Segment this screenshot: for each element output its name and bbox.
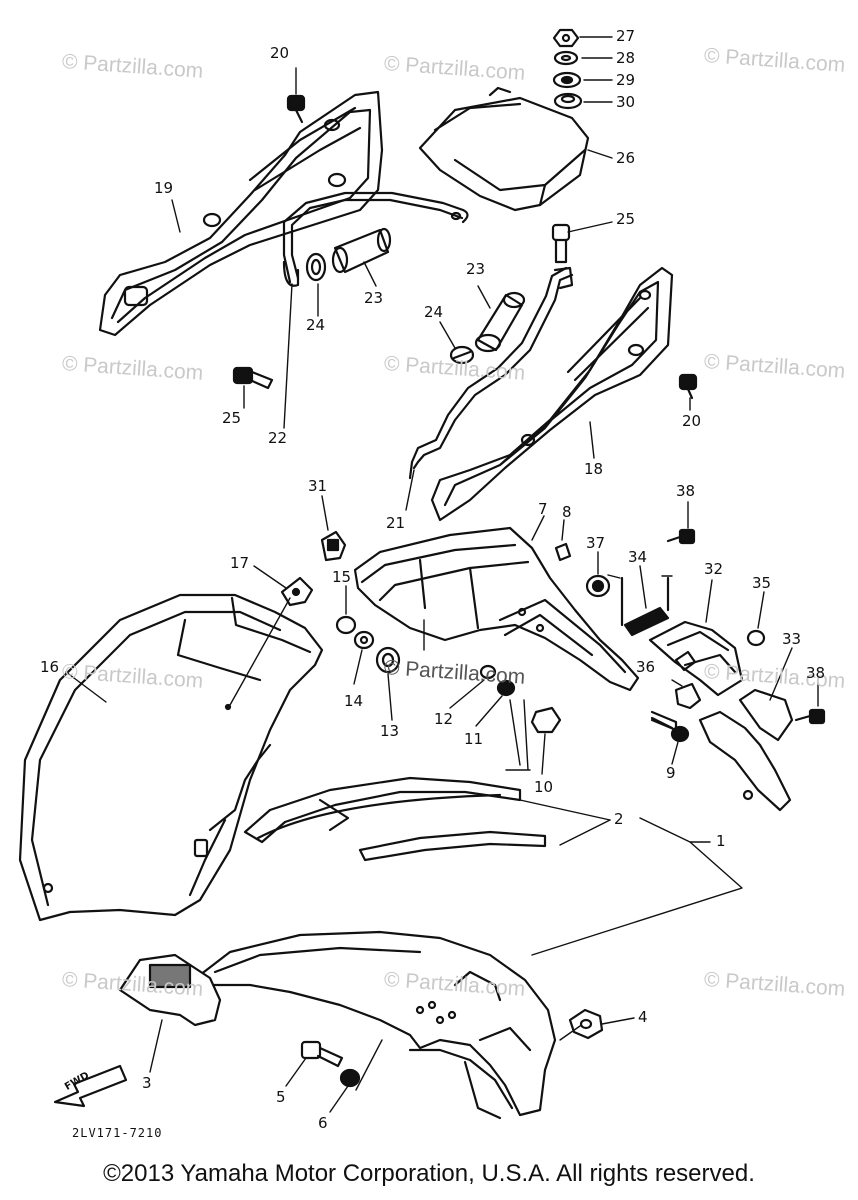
callout-22[interactable]: 22 [268, 429, 288, 447]
part-35-nut[interactable] [748, 631, 764, 645]
part-16-rear-fender[interactable] [20, 595, 322, 920]
part-7-rear-fender[interactable] [355, 528, 638, 690]
part-23-collar-left[interactable] [333, 229, 390, 272]
callout-2[interactable]: 2 [614, 810, 624, 828]
part-11-washer[interactable] [498, 681, 514, 695]
callout-16[interactable]: 16 [40, 658, 60, 676]
callout-12[interactable]: 12 [434, 710, 454, 728]
part-33-stay[interactable] [700, 690, 792, 810]
part-34-bracket[interactable] [622, 578, 668, 635]
part-18-side-cover[interactable] [432, 268, 672, 520]
callout-20[interactable]: 20 [270, 44, 290, 62]
part-10-nut[interactable] [532, 708, 560, 732]
part-30-grommet[interactable] [555, 94, 581, 108]
callout-11[interactable]: 11 [464, 730, 484, 748]
part-15-nut[interactable] [337, 617, 355, 633]
callout-5[interactable]: 5 [276, 1088, 286, 1106]
part-25-bolt-right[interactable] [553, 225, 569, 262]
parts-diagram [0, 0, 858, 1150]
callout-29[interactable]: 29 [616, 71, 636, 89]
part-12-nut[interactable] [481, 666, 495, 678]
part-37-cushion[interactable] [587, 576, 609, 596]
callout-24[interactable]: 24 [424, 303, 444, 321]
callout-4[interactable]: 4 [638, 1008, 648, 1026]
part-26-cover[interactable] [420, 88, 588, 210]
part-20-screw-upper[interactable] [288, 96, 304, 122]
callout-28[interactable]: 28 [616, 49, 636, 67]
part-38-bolt-lower[interactable] [796, 710, 824, 723]
part-27-nut[interactable] [554, 30, 578, 46]
forward-arrow-icon [55, 1066, 126, 1106]
callout-18[interactable]: 18 [584, 460, 604, 478]
copyright-notice: ©2013 Yamaha Motor Corporation, U.S.A. A… [103, 1160, 755, 1187]
callout-38[interactable]: 38 [676, 482, 696, 500]
part-9-bolt[interactable] [652, 712, 688, 741]
callout-19[interactable]: 19 [154, 179, 174, 197]
callout-30[interactable]: 30 [616, 93, 636, 111]
leader-lines [66, 37, 818, 1112]
callout-36[interactable]: 36 [636, 658, 656, 676]
callout-17[interactable]: 17 [230, 554, 250, 572]
callout-21[interactable]: 21 [386, 514, 406, 532]
callout-9[interactable]: 9 [666, 764, 676, 782]
callout-20[interactable]: 20 [682, 412, 702, 430]
part-13-cushion[interactable] [377, 648, 399, 672]
part-3-plate[interactable] [120, 955, 220, 1025]
callout-35[interactable]: 35 [752, 574, 772, 592]
callout-13[interactable]: 13 [380, 722, 400, 740]
part-23-collar-right[interactable] [476, 293, 524, 351]
part-21-stay-bar[interactable] [410, 268, 572, 478]
callout-8[interactable]: 8 [562, 503, 572, 521]
callout-33[interactable]: 33 [782, 630, 802, 648]
part-29-washer[interactable] [554, 73, 580, 87]
part-24-spacer-left[interactable] [307, 254, 325, 280]
callout-15[interactable]: 15 [332, 568, 352, 586]
part-36-damper[interactable] [676, 652, 700, 708]
part-28-washer[interactable] [555, 52, 577, 64]
callout-7[interactable]: 7 [538, 500, 548, 518]
callout-26[interactable]: 26 [616, 149, 636, 167]
callout-37[interactable]: 37 [586, 534, 606, 552]
part-4-clip[interactable] [570, 1010, 602, 1038]
callout-27[interactable]: 27 [616, 27, 636, 45]
callout-34[interactable]: 34 [628, 548, 648, 566]
callout-14[interactable]: 14 [344, 692, 364, 710]
callout-23[interactable]: 23 [364, 289, 384, 307]
callout-24[interactable]: 24 [306, 316, 326, 334]
part-38-bolt-upper[interactable] [668, 530, 694, 543]
part-8-grommet[interactable] [556, 544, 570, 560]
diagram-code: 2LV171-7210 [72, 1126, 163, 1140]
callout-32[interactable]: 32 [704, 560, 724, 578]
callout-3[interactable]: 3 [142, 1074, 152, 1092]
part-6-nut[interactable] [341, 1070, 359, 1086]
callout-31[interactable]: 31 [308, 477, 328, 495]
part-2-tape[interactable] [245, 778, 545, 860]
part-14-nut[interactable] [355, 632, 373, 648]
part-1-front-fender[interactable] [200, 932, 555, 1118]
part-24-spacer-right[interactable] [451, 347, 473, 363]
part-20-screw-lower[interactable] [680, 375, 696, 398]
part-5-bolt[interactable] [302, 1042, 342, 1066]
part-22-stay-bar[interactable] [284, 193, 468, 286]
callout-6[interactable]: 6 [318, 1114, 328, 1132]
part-17-clip[interactable] [282, 578, 312, 605]
callout-38[interactable]: 38 [806, 664, 826, 682]
callout-23[interactable]: 23 [466, 260, 486, 278]
callout-1[interactable]: 1 [716, 832, 726, 850]
part-25-bolt-left[interactable] [234, 368, 272, 388]
part-19-side-cover[interactable] [100, 92, 382, 335]
callout-25[interactable]: 25 [616, 210, 636, 228]
callout-25[interactable]: 25 [222, 409, 242, 427]
part-31-clip[interactable] [322, 532, 345, 560]
callout-10[interactable]: 10 [534, 778, 554, 796]
